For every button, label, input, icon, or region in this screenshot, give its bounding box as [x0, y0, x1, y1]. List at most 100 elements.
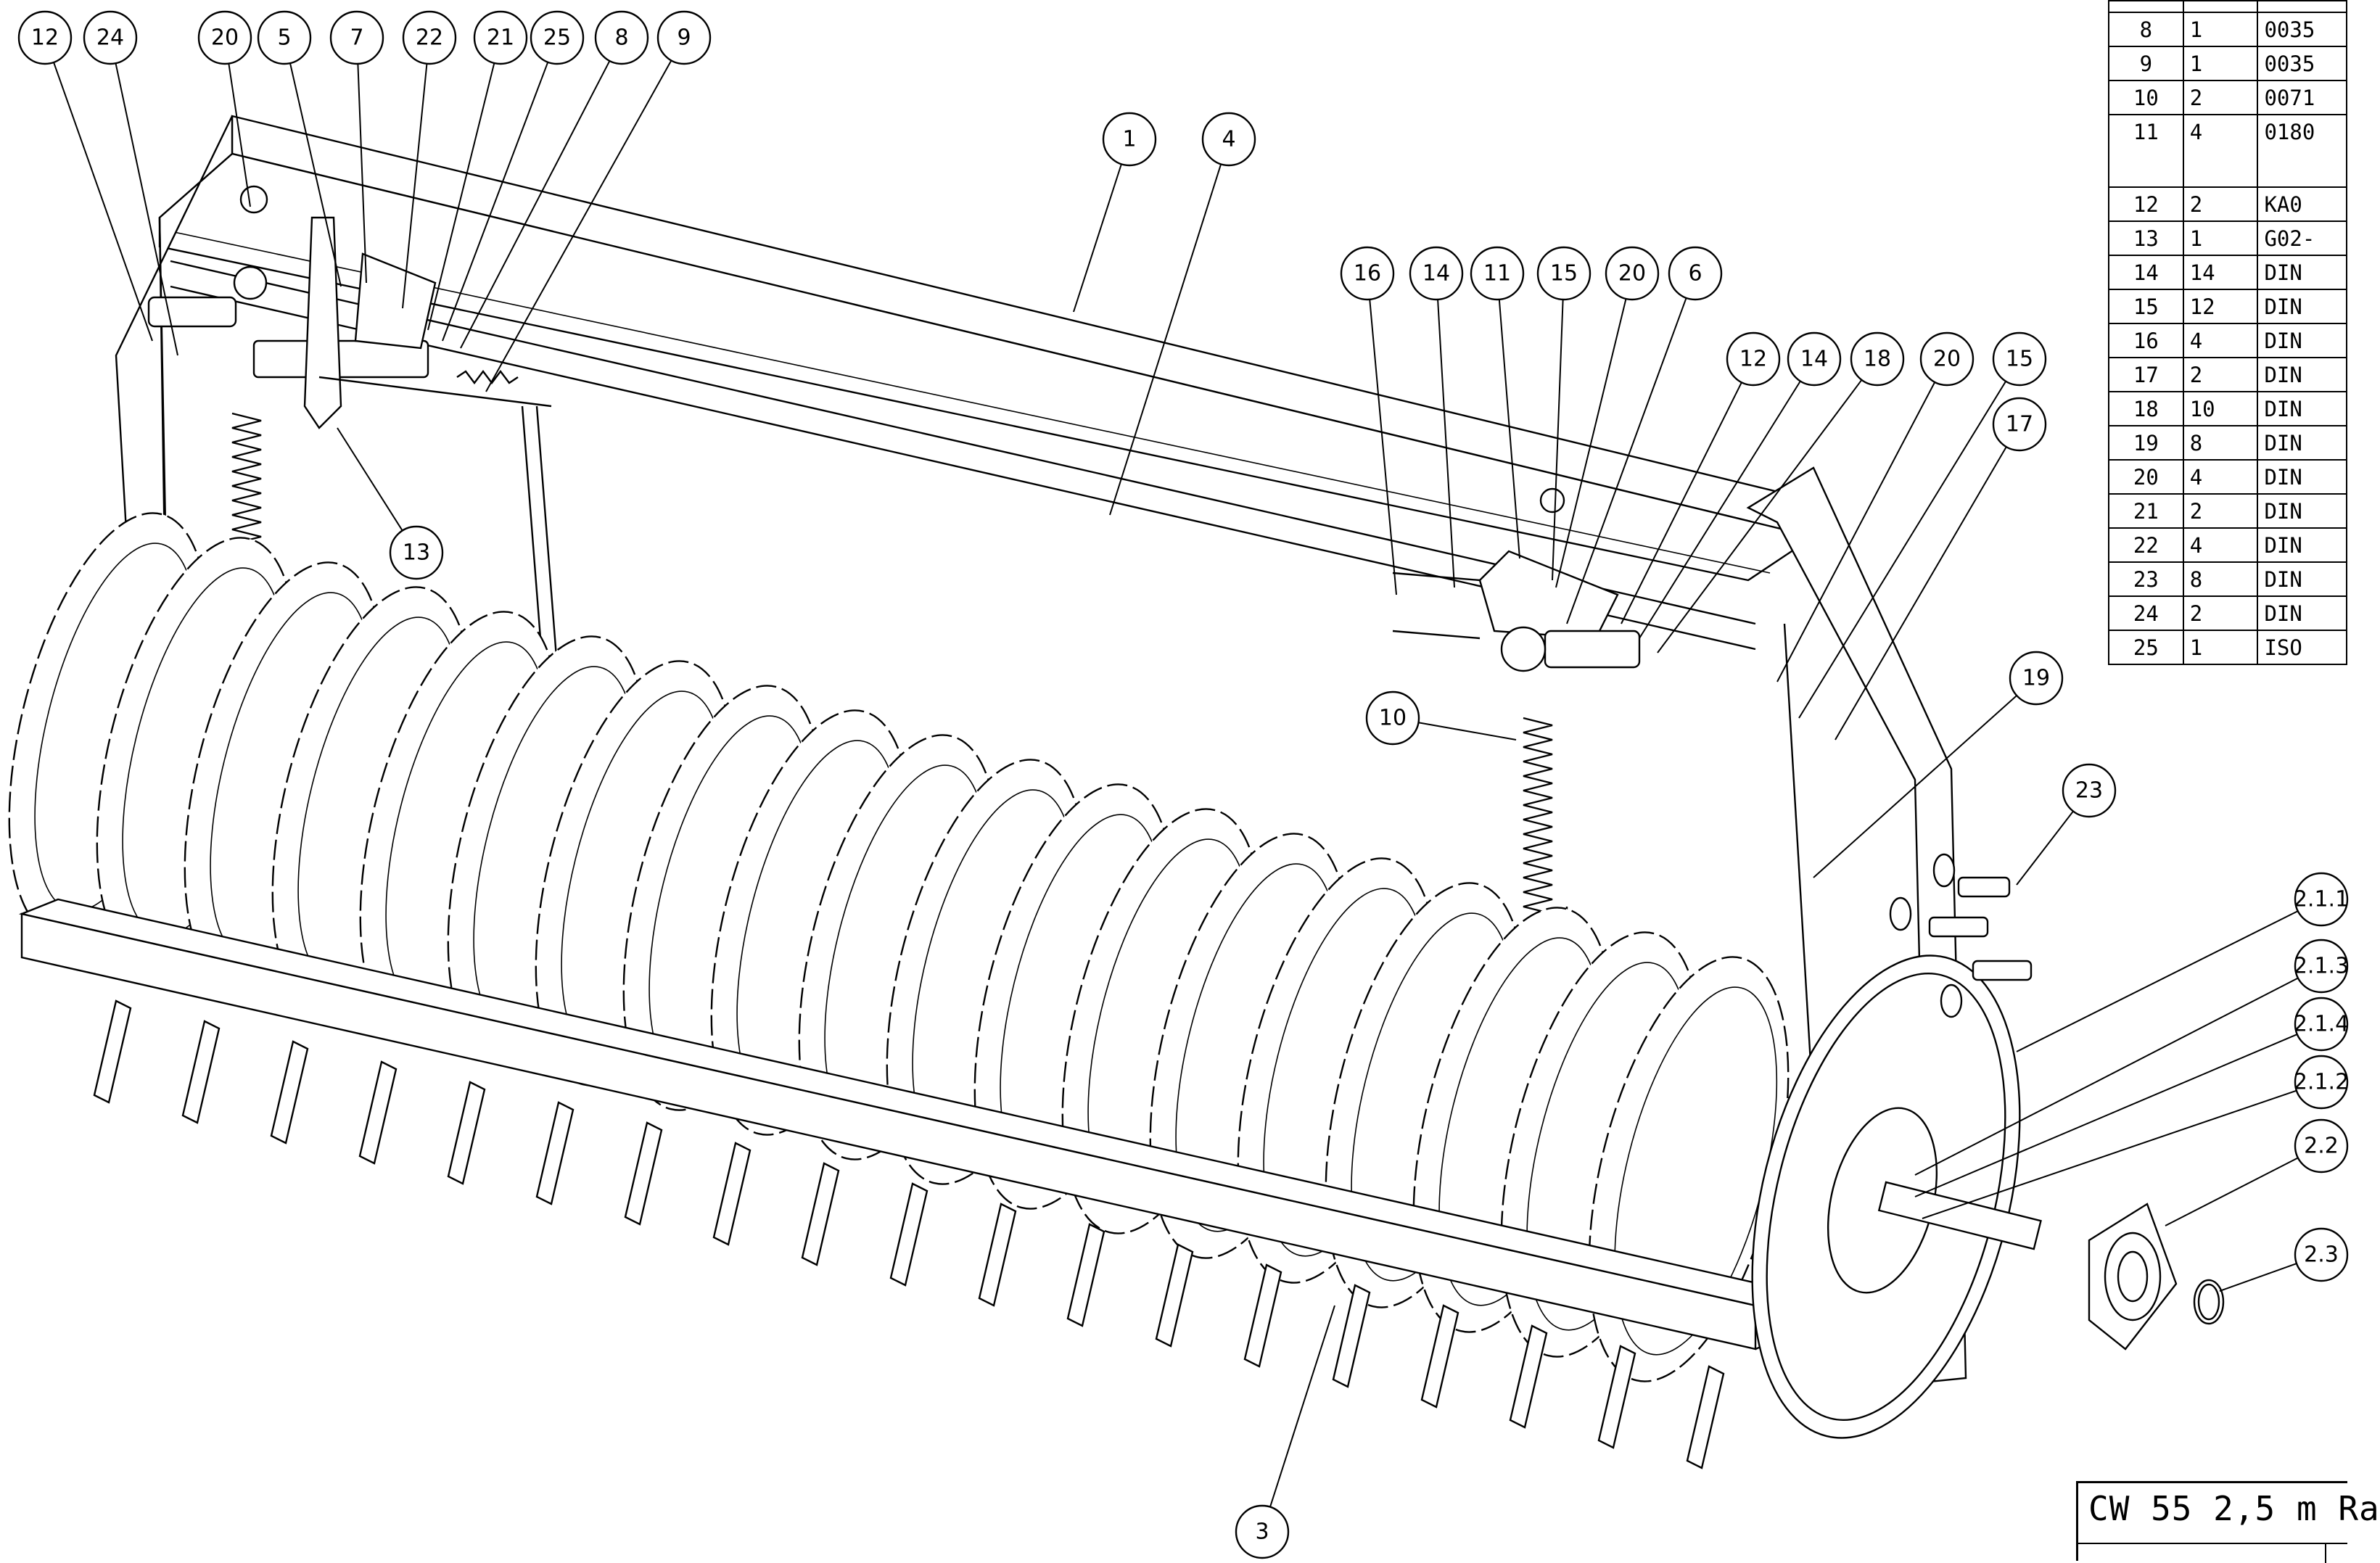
- bom-qty: 8: [2182, 425, 2259, 461]
- bom-pos: 10: [2108, 80, 2184, 115]
- balloon-label: 25: [543, 25, 571, 51]
- bom-qty: 2: [2182, 493, 2259, 529]
- balloon-label: 23: [2075, 778, 2103, 804]
- balloon-circle: [2294, 1055, 2349, 1110]
- balloon-circle: [402, 10, 457, 65]
- balloon-label: 12: [31, 25, 59, 51]
- balloon-circle: [1409, 246, 1464, 301]
- scraper-tine: [535, 1101, 575, 1205]
- scraper-tine: [447, 1081, 486, 1185]
- drawing-title: CW 55 2,5 m Ra: [2088, 1489, 2380, 1528]
- left-adjuster: [147, 185, 552, 429]
- plate-bolts: [1889, 853, 2033, 1018]
- title-divider: [2078, 1543, 2347, 1544]
- bom-code: DIN: [2257, 357, 2347, 392]
- balloon-circle: [530, 10, 585, 65]
- balloon-circle: [473, 10, 528, 65]
- bom-qty: 2: [2182, 186, 2259, 222]
- scraper-tine: [801, 1162, 840, 1266]
- balloon-label: 10: [1379, 706, 1407, 731]
- table-row: [2108, 0, 2347, 13]
- bom-code: DIN: [2257, 561, 2347, 597]
- bom-pos: 12: [2108, 186, 2184, 222]
- leader-line: [1835, 446, 2007, 741]
- callout-balloon: 1: [1073, 112, 1157, 313]
- balloon-label: 24: [96, 25, 124, 51]
- balloon-circle: [1850, 331, 1905, 387]
- leader-line: [337, 427, 403, 532]
- balloon-circle: [197, 10, 252, 65]
- balloon-circle: [329, 10, 384, 65]
- scraper-tine: [1332, 1284, 1371, 1388]
- bom-qty: 4: [2182, 459, 2259, 495]
- bom-pos: 19: [2108, 425, 2184, 461]
- leader-line: [1566, 297, 1687, 624]
- balloon-circle: [1726, 331, 1781, 387]
- callout-balloon: 22: [402, 10, 457, 309]
- callout-balloon: 4: [1109, 112, 1256, 516]
- scraper-tine: [358, 1060, 398, 1165]
- bom-pos: 22: [2108, 527, 2184, 563]
- bom-pos: 16: [2108, 323, 2184, 358]
- leader-line: [1498, 299, 1520, 559]
- bom-code: DIN: [2257, 595, 2347, 631]
- bom-code: KA0: [2257, 186, 2347, 222]
- balloon-label: 14: [1422, 261, 1450, 286]
- callout-balloon: 12: [1621, 331, 1781, 624]
- balloon-label: 14: [1800, 347, 1828, 372]
- leader-line: [1369, 299, 1397, 595]
- balloon-circle: [1102, 112, 1157, 167]
- bom-code: DIN: [2257, 459, 2347, 495]
- callout-balloon: 20: [1776, 331, 1975, 682]
- balloon-circle: [2009, 651, 2064, 706]
- balloon-circle: [1668, 246, 1723, 301]
- scraper-tine: [1243, 1263, 1282, 1368]
- leader-line: [402, 63, 428, 309]
- balloon-label: 21: [487, 25, 514, 51]
- bom-qty: 4: [2182, 114, 2259, 188]
- scraper-tine: [712, 1142, 752, 1246]
- callout-balloon: 2.2: [2165, 1118, 2349, 1226]
- balloon-label: 2.1.4: [2294, 1012, 2349, 1037]
- leader-line: [357, 63, 367, 284]
- callout-balloon: 24: [83, 10, 178, 356]
- balloon-label: 2.1.1: [2294, 887, 2349, 912]
- balloon-label: 6: [1688, 261, 1702, 286]
- leader-line: [1418, 722, 1517, 741]
- balloon-circle: [1787, 331, 1842, 387]
- roller-discs: [8, 512, 1790, 1382]
- bom-code: ISO: [2257, 630, 2347, 665]
- scraper-tine: [1155, 1243, 1194, 1348]
- balloon-circle: [1992, 397, 2047, 452]
- right-adjuster: [1392, 487, 1641, 672]
- callout-balloon: 8: [460, 10, 649, 349]
- balloon-label: 4: [1222, 127, 1235, 152]
- bom-code: DIN: [2257, 425, 2347, 461]
- balloon-label: 8: [614, 25, 628, 51]
- scraper-tine: [624, 1121, 663, 1226]
- callout-balloon: 2.1.1: [2016, 872, 2349, 1052]
- leader-line: [2165, 1157, 2299, 1226]
- balloon-label: 20: [211, 25, 239, 51]
- balloon-label: 1: [1122, 127, 1136, 152]
- callout-balloon: 5: [257, 10, 342, 287]
- balloon-circle: [257, 10, 312, 65]
- bom-qty: 4: [2182, 323, 2259, 358]
- callout-balloon: 10: [1365, 690, 1517, 746]
- title-block: CW 55 2,5 m Ra: [2076, 1481, 2379, 1563]
- leader-line: [1813, 695, 2017, 878]
- bearing-flange: [2088, 1203, 2178, 1350]
- balloon-label: 18: [1864, 347, 1891, 372]
- bom-pos: 9: [2108, 46, 2184, 81]
- leader-line: [1109, 164, 1222, 516]
- bom-qty: 4: [2182, 527, 2259, 563]
- balloon-label: 19: [2022, 666, 2050, 691]
- callout-balloon: 7: [329, 10, 384, 284]
